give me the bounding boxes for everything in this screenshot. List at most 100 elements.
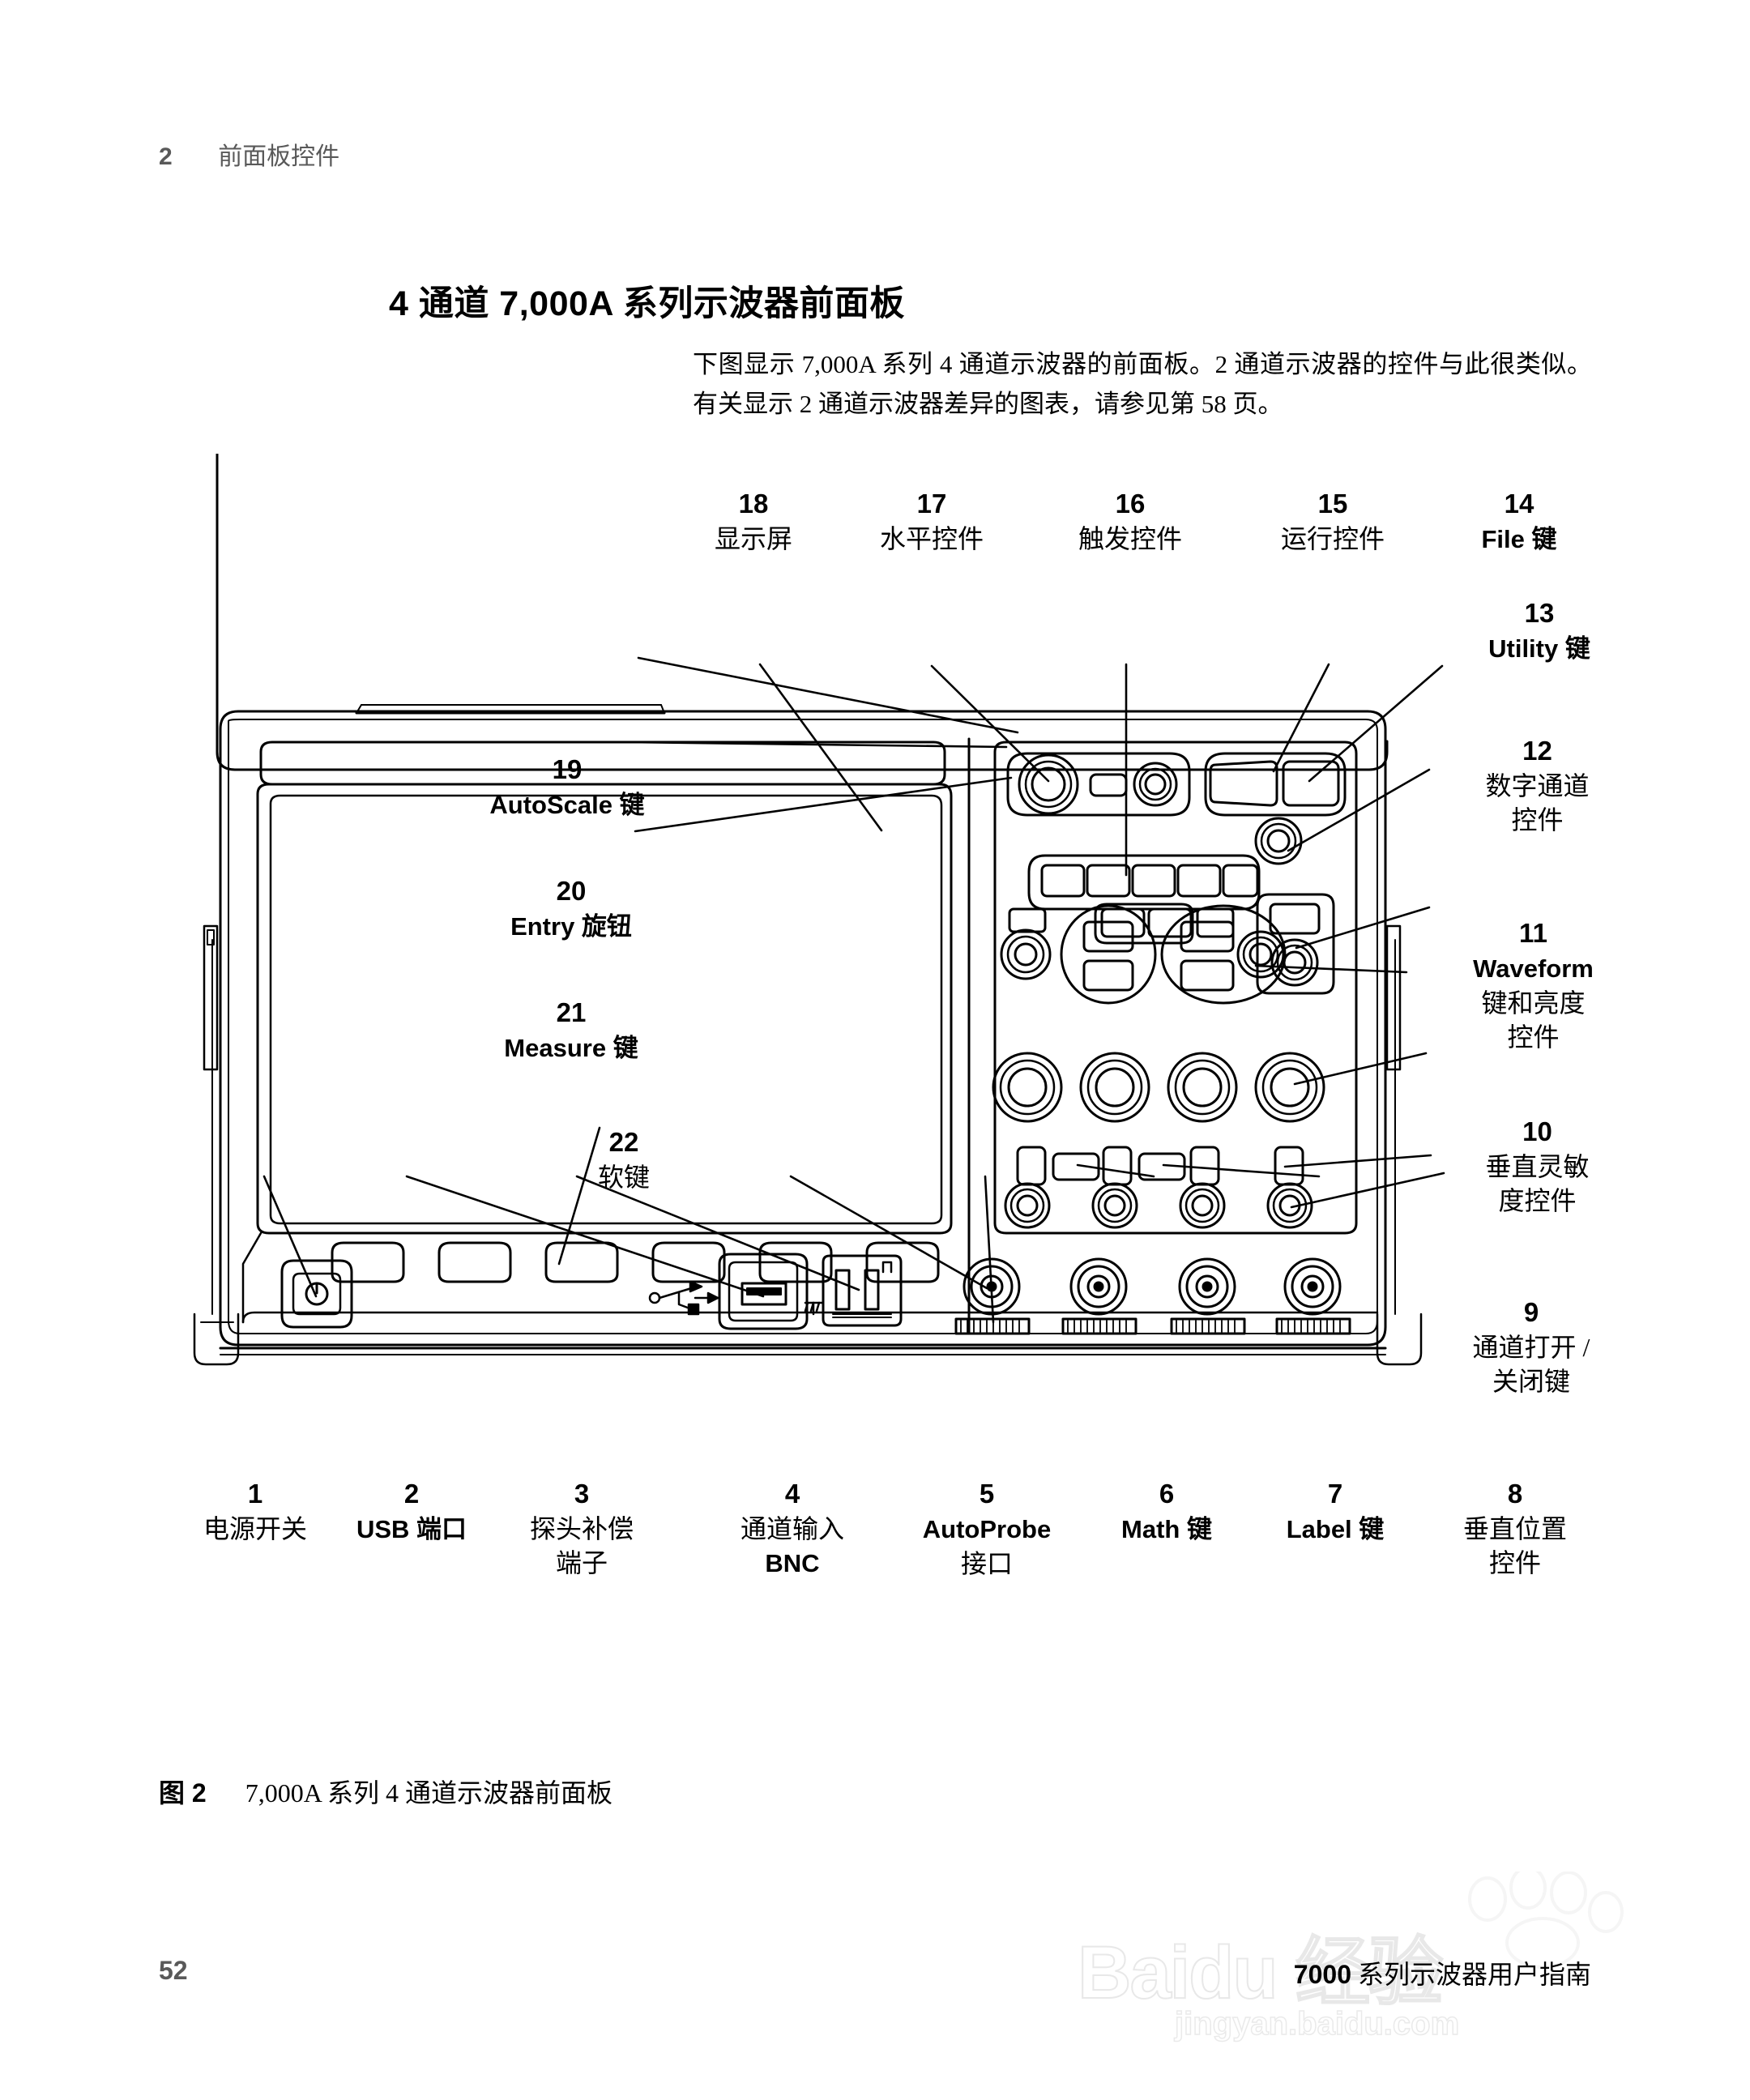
callout-4: 4 通道输入 BNC bbox=[711, 1476, 873, 1581]
callout-11-label-1: Waveform bbox=[1473, 954, 1594, 983]
figure-caption-text: 7,000A 系列 4 通道示波器前面板 bbox=[245, 1778, 613, 1808]
leader-lines bbox=[262, 656, 1445, 1324]
callout-2-number: 2 bbox=[403, 1479, 420, 1509]
bnc-connector-2 bbox=[1069, 1257, 1128, 1316]
handle-right bbox=[1385, 924, 1402, 1071]
callout-7-label: Label 键 bbox=[1286, 1515, 1385, 1543]
callout-20-label: Entry 旋钮 bbox=[510, 912, 632, 941]
callout-7-number: 7 bbox=[1327, 1479, 1343, 1509]
callout-12: 12 数字通道 控件 bbox=[1450, 733, 1624, 837]
math-key bbox=[1052, 1152, 1100, 1181]
oscilloscope-line-drawing bbox=[193, 454, 1445, 1366]
vertical-position-row bbox=[1004, 1182, 1313, 1229]
handle-left bbox=[203, 924, 219, 1071]
control-panel-block bbox=[993, 741, 1358, 1235]
callout-19: 19 AutoScale 键 bbox=[429, 752, 705, 822]
vertical-sensitivity-row bbox=[992, 1052, 1325, 1123]
trigger-level-knob bbox=[1254, 817, 1303, 865]
softkey-row bbox=[331, 1241, 940, 1283]
callout-9-number: 9 bbox=[1523, 1297, 1539, 1327]
leader-11 bbox=[1254, 964, 1408, 974]
position-knob-2 bbox=[1091, 1182, 1138, 1229]
leader-21 bbox=[634, 776, 1013, 833]
callout-20-number: 20 bbox=[556, 876, 587, 906]
callout-9: 9 通道打开 / 关闭键 bbox=[1438, 1295, 1624, 1398]
digital-channel-controls bbox=[1256, 893, 1335, 995]
channel-key-1 bbox=[1016, 1146, 1047, 1186]
callout-16: 16 触发控件 bbox=[1041, 486, 1219, 556]
chassis-inner-line bbox=[228, 719, 1378, 1334]
callout-10-label-1: 垂直灵敏 bbox=[1485, 1152, 1590, 1181]
leader-9 bbox=[1283, 1154, 1432, 1168]
trigger-key-2 bbox=[1086, 864, 1131, 898]
callout-10: 10 垂直灵敏 度控件 bbox=[1450, 1114, 1624, 1218]
callout-15-label: 运行控件 bbox=[1280, 524, 1385, 553]
usb-port bbox=[718, 1253, 809, 1330]
callout-18: 18 显示屏 bbox=[681, 486, 826, 556]
channel-key-3 bbox=[1189, 1146, 1220, 1186]
single-key bbox=[1282, 760, 1340, 807]
channel-input-group-3 bbox=[1170, 1257, 1246, 1335]
callout-9-label-2: 关闭键 bbox=[1492, 1367, 1570, 1396]
callout-4-label-1: 通道输入 bbox=[740, 1514, 844, 1543]
leader-6 bbox=[1076, 1163, 1155, 1178]
callout-12-label-1: 数字通道 bbox=[1485, 771, 1590, 800]
position-knob-3 bbox=[1179, 1182, 1226, 1229]
callout-11-label-2: 键和亮度 bbox=[1481, 988, 1586, 1018]
trigger-key-5 bbox=[1222, 864, 1259, 898]
callout-11-label-3: 控件 bbox=[1507, 1022, 1560, 1052]
cursors-key bbox=[1082, 920, 1134, 953]
run-stop-key bbox=[1209, 760, 1278, 807]
softkey-2 bbox=[438, 1241, 512, 1283]
chassis-body bbox=[219, 710, 1387, 1347]
display-screen-inner bbox=[269, 794, 943, 1225]
footer-guide-text: 系列示波器用户指南 bbox=[1357, 1960, 1591, 1989]
page-number: 52 bbox=[159, 1956, 188, 1985]
figure-caption-label: 图 2 bbox=[159, 1778, 207, 1808]
leader-1 bbox=[262, 1175, 318, 1298]
cursor-key-group bbox=[1060, 904, 1157, 1005]
leader-5 bbox=[984, 1175, 995, 1324]
math-label-key-row bbox=[1016, 1146, 1304, 1186]
leader-3 bbox=[575, 1175, 860, 1291]
run-controls-group bbox=[1204, 752, 1347, 817]
callout-17-label: 水平控件 bbox=[879, 524, 984, 553]
display-bezel-outer bbox=[259, 741, 946, 786]
leader-22 bbox=[557, 1126, 601, 1266]
callout-11: 11 Waveform 键和亮度 控件 bbox=[1438, 916, 1628, 1054]
callout-22-number: 22 bbox=[608, 1127, 639, 1157]
horizontal-scale-knob bbox=[1018, 753, 1079, 815]
intensity-knob bbox=[1236, 930, 1285, 979]
callout-20: 20 Entry 旋钮 bbox=[454, 873, 689, 944]
top-lid-right bbox=[660, 704, 665, 714]
top-lid-left bbox=[356, 704, 362, 714]
callout-8: 8 垂直位置 控件 bbox=[1434, 1476, 1596, 1580]
callout-6-label: Math 键 bbox=[1121, 1515, 1212, 1543]
measure-key-1 bbox=[1180, 920, 1235, 953]
callout-1: 1 电源开关 bbox=[178, 1476, 332, 1546]
chapter-title: 前面板控件 bbox=[218, 143, 340, 170]
autoprobe-interface-4 bbox=[1275, 1317, 1351, 1335]
callout-10-number: 10 bbox=[1522, 1116, 1552, 1146]
callout-19-number: 19 bbox=[552, 754, 583, 784]
leader-7 bbox=[1162, 1163, 1321, 1178]
callout-22-label: 软键 bbox=[597, 1163, 650, 1192]
leader-17 bbox=[930, 664, 1050, 783]
vertical-knob-2 bbox=[1079, 1052, 1150, 1123]
callout-2-label: USB 端口 bbox=[356, 1515, 467, 1543]
leader-13 bbox=[1287, 768, 1431, 852]
channel-input-group-2 bbox=[1061, 1257, 1138, 1335]
callout-1-label: 电源开关 bbox=[203, 1514, 307, 1543]
callout-16-label: 触发控件 bbox=[1078, 524, 1182, 553]
channel-input-group-4 bbox=[1275, 1257, 1351, 1335]
figure-caption: 图 2 7,000A 系列 4 通道示波器前面板 bbox=[159, 1773, 612, 1810]
lower-faceplate bbox=[241, 1311, 1379, 1324]
softkey-1 bbox=[331, 1241, 405, 1283]
probe-comp-terminals bbox=[822, 1254, 903, 1327]
callout-18-label: 显示屏 bbox=[714, 524, 792, 553]
display-shelf-left bbox=[241, 1231, 262, 1324]
callout-8-label-2: 控件 bbox=[1488, 1548, 1541, 1577]
callout-19-label: AutoScale 键 bbox=[489, 791, 645, 819]
trigger-key-4 bbox=[1176, 864, 1222, 898]
callout-22: 22 软键 bbox=[543, 1125, 705, 1194]
